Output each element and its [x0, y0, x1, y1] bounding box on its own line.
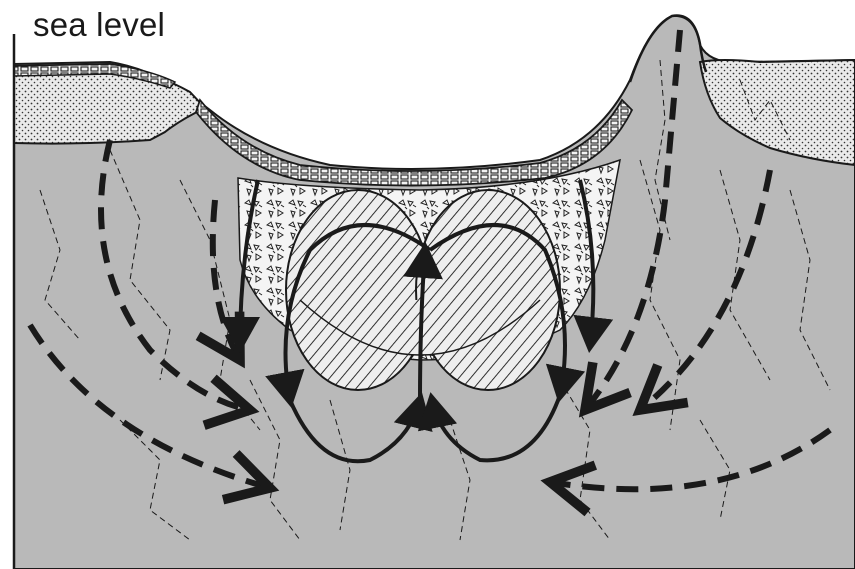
sea-level-label: sea level: [33, 6, 165, 44]
